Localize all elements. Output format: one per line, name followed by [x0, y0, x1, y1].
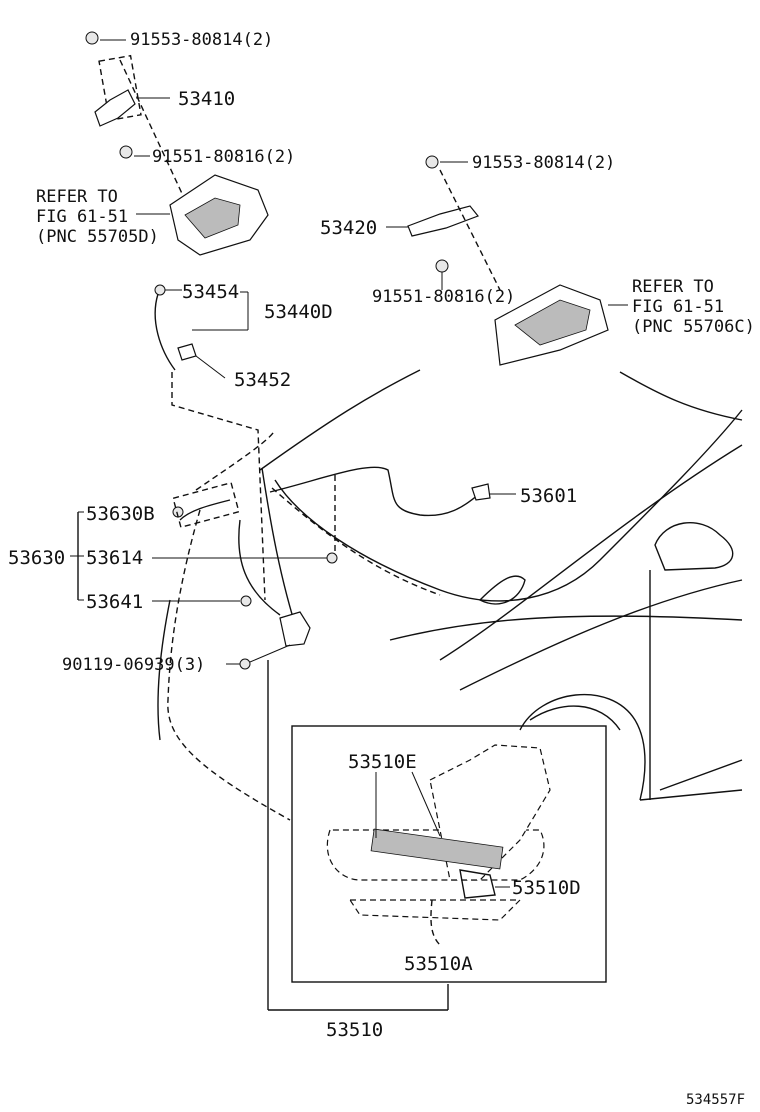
label-bolt-top-right: 91553-80814(2) [472, 153, 615, 173]
label-hood-support: 53601 [520, 485, 577, 507]
label-refer-left-2: FIG 61-51 [36, 207, 128, 227]
latch-hatch-icon [370, 828, 504, 870]
label-hinge-left: 53410 [178, 88, 235, 110]
label-bolt-lower-left: 91551-80816(2) [152, 147, 295, 167]
label-bolt-top-left: 91553-80814(2) [130, 30, 273, 50]
grommet-icon [177, 343, 197, 361]
label-lock-cushion: 53641 [86, 591, 143, 613]
label-cable-clip: 53454 [182, 281, 239, 303]
cushion-icon [240, 595, 252, 607]
lock-group [70, 481, 449, 1011]
bolt-icon [435, 259, 449, 273]
label-latch-a: 53510A [404, 953, 473, 975]
label-refer-right-1: REFER TO [632, 277, 714, 297]
label-latch-d: 53510D [512, 877, 581, 899]
label-refer-right-3: (PNC 55706C) [632, 317, 755, 337]
label-refer-left-3: (PNC 55705D) [36, 227, 159, 247]
cable-group [154, 284, 516, 601]
label-lock-sub-b: 53630B [86, 503, 155, 525]
figure-id: 534557F [686, 1092, 745, 1108]
cable-clip-icon [154, 284, 166, 296]
bolt-icon [119, 145, 133, 159]
latch-detail-box [291, 725, 607, 983]
screw-icon [239, 658, 251, 670]
right-hinge-group [386, 155, 628, 366]
label-bolt-lower-right: 91551-80816(2) [372, 287, 515, 307]
label-screw: 90119-06939(3) [62, 655, 205, 675]
lock-fastener-icon [326, 552, 338, 564]
bolt-icon [425, 155, 439, 169]
hinge-bracket-icon [94, 89, 136, 127]
bolt-icon [85, 31, 99, 45]
label-refer-left-1: REFER TO [36, 187, 118, 207]
labels: 91553-80814(2) 53410 91551-80816(2) REFE… [8, 30, 755, 1108]
spring-icon [459, 869, 496, 899]
left-hinge-group [85, 31, 269, 256]
label-lock-clip: 53614 [86, 547, 143, 569]
hood-support-icon [471, 483, 491, 501]
label-latch-e: 53510E [348, 751, 417, 773]
label-refer-right-2: FIG 61-51 [632, 297, 724, 317]
label-latch-assembly: 53510 [326, 1019, 383, 1041]
hinge-bracket-right-icon [407, 205, 479, 237]
label-lock-assembly: 53630 [8, 547, 65, 569]
label-cable-grommet: 53452 [234, 369, 291, 391]
label-hinge-right: 53420 [320, 217, 377, 239]
label-cable-assembly: 53440D [264, 301, 333, 323]
car-body-outline [157, 369, 743, 821]
lock-body-icon [279, 611, 311, 647]
